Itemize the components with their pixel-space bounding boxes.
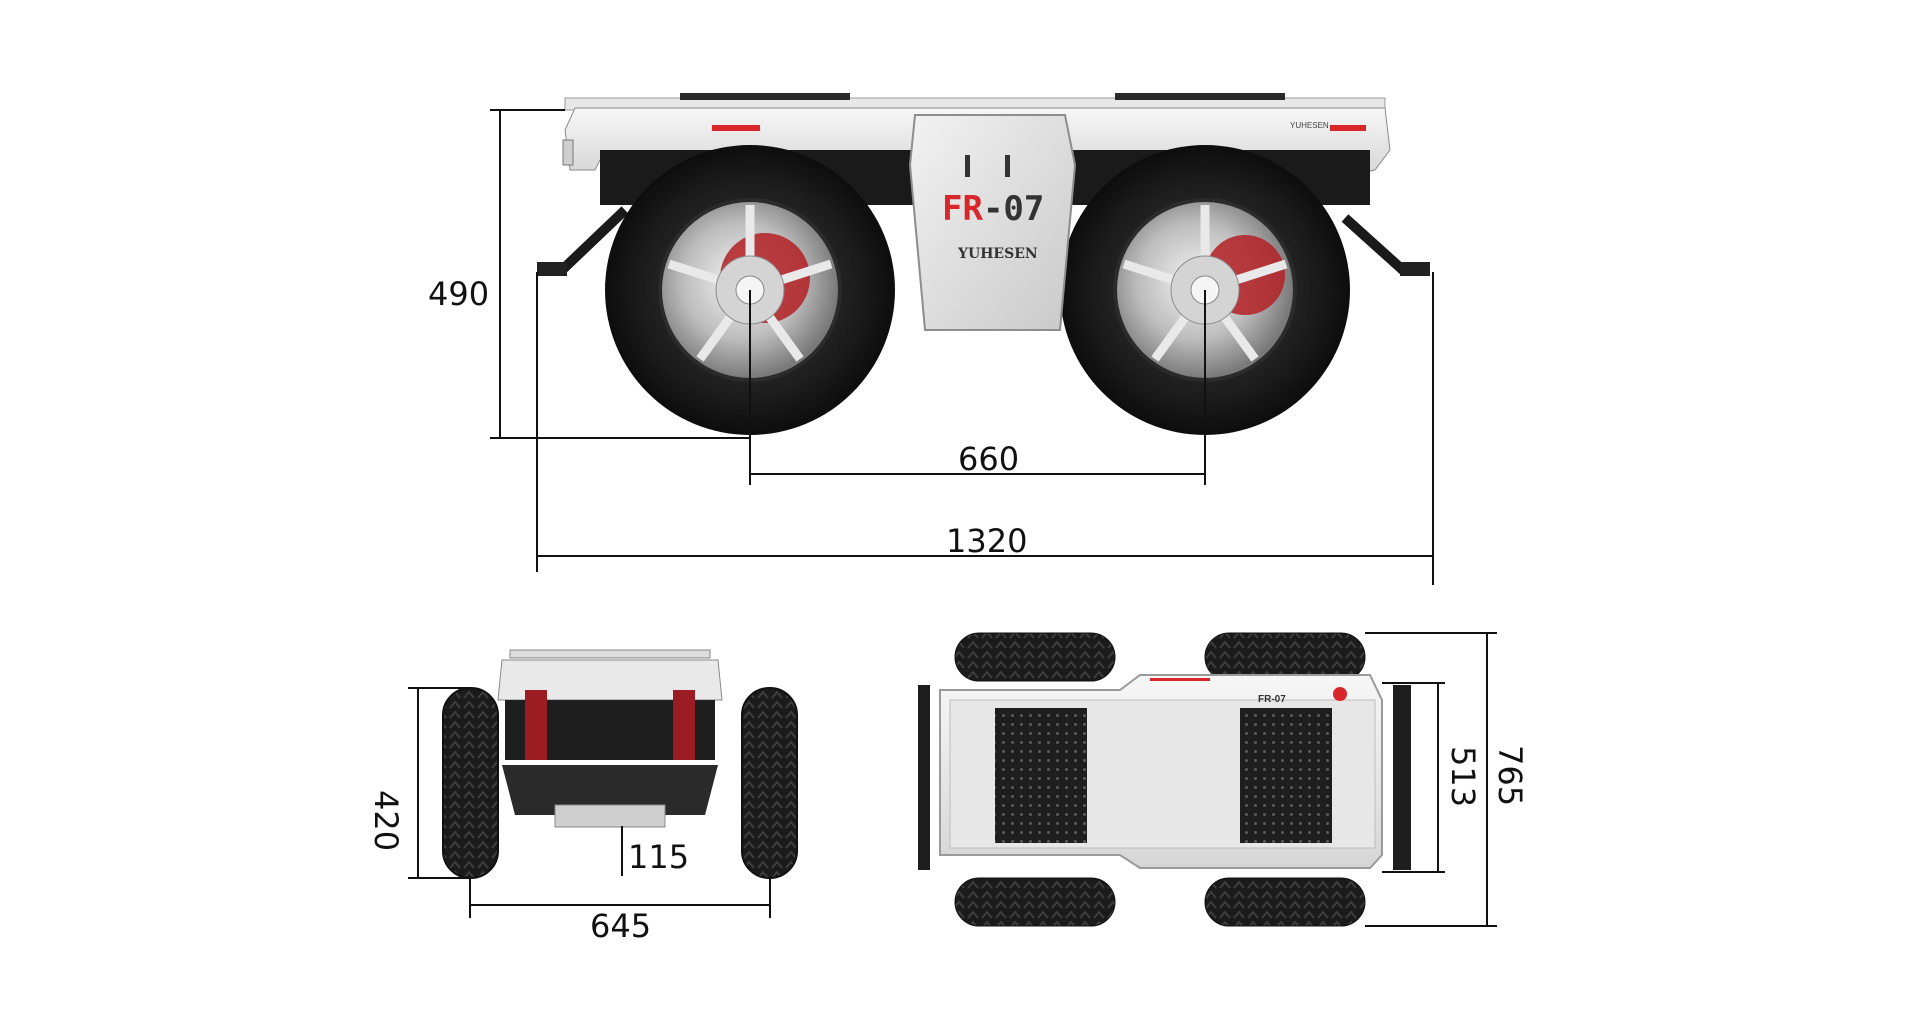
side-brand-label: YUHESEN	[957, 246, 1038, 262]
side-red-stripe-left	[712, 125, 760, 131]
top-wheel-fl	[954, 632, 1116, 682]
top-model-label: FR-07	[1258, 694, 1286, 705]
front-body	[497, 659, 723, 701]
front-bottom-plate	[554, 804, 666, 828]
top-red-stripe	[1150, 678, 1210, 681]
side-arm-right	[1341, 214, 1409, 276]
top-view: FR-07 513 765	[918, 632, 1529, 927]
front-top-rail	[509, 649, 711, 659]
side-foot-left	[537, 262, 567, 276]
side-deck-brand: YUHESEN	[1290, 121, 1329, 130]
dim-label-490: 490	[428, 275, 489, 313]
side-arm-left	[556, 206, 629, 276]
dim-label-660: 660	[958, 440, 1019, 478]
side-top-pad-left	[680, 93, 850, 100]
dim-label-1320: 1320	[946, 522, 1027, 560]
front-view: 420 115 645	[367, 649, 798, 945]
front-skid-plate	[502, 765, 718, 815]
dim-label-765: 765	[1491, 745, 1529, 806]
side-front-light	[562, 139, 574, 166]
side-top-pad-right	[1115, 93, 1285, 100]
top-pad-right	[1240, 708, 1332, 843]
dim-label-420: 420	[367, 790, 405, 851]
front-spring-left	[525, 690, 547, 760]
side-view: YUHESEN	[428, 93, 1434, 585]
top-estop-button	[1333, 687, 1347, 701]
top-wheel-rr	[1204, 877, 1366, 927]
front-wheel-left	[442, 687, 499, 879]
top-wheel-rl	[954, 877, 1116, 927]
front-wheel-right	[741, 687, 798, 879]
dim-label-513: 513	[1444, 746, 1482, 807]
dim-label-645: 645	[590, 907, 651, 945]
top-pad-left	[995, 708, 1087, 843]
front-spring-right	[673, 690, 695, 760]
side-model-label: FR-07	[942, 189, 1044, 229]
side-red-stripe-right	[1330, 125, 1366, 131]
top-bumper-right	[1393, 685, 1411, 870]
dim-label-115: 115	[628, 838, 689, 876]
top-wheel-fr	[1204, 632, 1366, 682]
side-center-plate	[908, 114, 1077, 331]
top-bumper-left	[918, 685, 930, 870]
side-foot-right	[1400, 262, 1430, 276]
